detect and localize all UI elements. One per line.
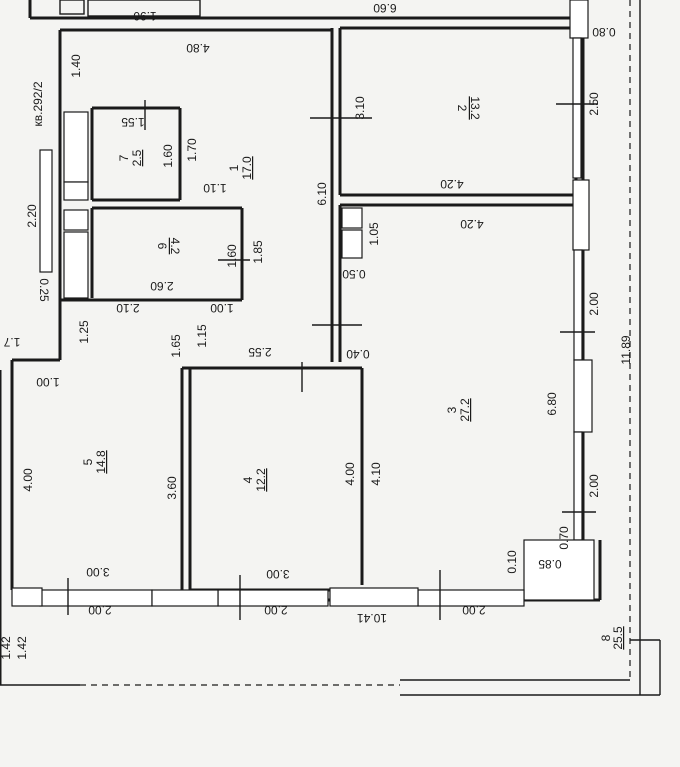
- dimension-ticks: [67, 100, 598, 620]
- dim-r5-360: 3.60: [165, 476, 179, 500]
- window-room-3-upper: [573, 249, 583, 361]
- dim-r6-100: 1.00: [210, 301, 234, 315]
- room-1-label: 1 17.0: [227, 156, 254, 180]
- dim-b-200b: 2.00: [264, 603, 288, 617]
- svg-text:2.5: 2.5: [130, 149, 144, 166]
- dim-r4-410: 4.10: [369, 462, 383, 486]
- room-6-label: 6 4.2: [155, 238, 182, 255]
- dim-cut-17: 1.7: [3, 335, 20, 349]
- dim-r3-1189: 11.89: [619, 335, 633, 364]
- svg-text:17.0: 17.0: [240, 156, 254, 180]
- dim-r7-110: 1.10: [203, 181, 227, 195]
- window-room-3-lower: [573, 431, 583, 541]
- svg-text:3: 3: [445, 406, 459, 413]
- dim-r6-210: 2.10: [116, 301, 140, 315]
- dim-r5-300: 3.00: [86, 565, 110, 579]
- dimensions: 1.90 6.60 4.80 0.80 1.55 1.10 4.20 4.20 …: [0, 1, 633, 660]
- dim-r3-050: 0.50: [342, 267, 366, 281]
- dim-r5-400: 4.00: [21, 468, 35, 492]
- dim-r4-400: 4.00: [343, 462, 357, 486]
- dim-r4-255: 2.55: [248, 345, 272, 359]
- svg-text:6: 6: [155, 243, 169, 250]
- room-5-label: 5 14.8: [81, 450, 108, 474]
- room-4-label: 4 12.2: [241, 468, 268, 492]
- dim-r7-170: 1.70: [185, 138, 199, 162]
- dim-r3-085: 0.85: [538, 557, 562, 571]
- dim-left-220: 2.20: [25, 204, 39, 228]
- svg-text:12.2: 12.2: [254, 468, 268, 492]
- dim-r5-100: 1.00: [36, 375, 60, 389]
- dim-r6-260: 2.60: [150, 279, 174, 293]
- dim-r3-010: 0.10: [505, 550, 519, 574]
- dim-r3-070: 0.70: [557, 526, 571, 550]
- dim-r3-680: 6.80: [545, 392, 559, 416]
- window-top-right: [569, 0, 589, 39]
- dim-b-142a: 1.42: [0, 636, 13, 660]
- room-8-label: 8 25.5: [599, 626, 625, 650]
- dim-r2-310: 3.10: [353, 96, 367, 120]
- dim-b-200a: 2.00: [88, 603, 112, 617]
- dim-top-480: 4.80: [186, 41, 210, 55]
- dim-r5-115: 1.15: [195, 324, 209, 348]
- dim-r2-420: 4.20: [440, 177, 464, 191]
- svg-text:1: 1: [227, 164, 241, 171]
- dim-r1-610: 6.10: [315, 182, 329, 206]
- dim-top-190: 1.90: [133, 9, 157, 23]
- svg-text:4: 4: [241, 476, 255, 483]
- dim-r3-105: 1.05: [367, 222, 381, 246]
- fixture-bath-1: [63, 111, 89, 183]
- dim-r3-040: 0.40: [346, 347, 370, 361]
- dim-b-1041: 10.41: [357, 611, 387, 625]
- room-2-label: 2 13.2: [455, 96, 482, 120]
- apartment-label: кв.292/2: [31, 81, 45, 126]
- dim-r7-155: 1.55: [121, 115, 145, 129]
- window-left: [39, 149, 53, 273]
- fixture-cabinet-2: [341, 229, 363, 259]
- fixture-sink-2: [63, 209, 89, 231]
- dim-right-080: 0.80: [592, 25, 616, 39]
- svg-text:кв.292/2: кв.292/2: [31, 81, 45, 126]
- room-7-label: 7 2.5: [117, 149, 144, 166]
- dim-r4-300: 3.00: [266, 567, 290, 581]
- dim-r7-160: 1.60: [161, 144, 175, 168]
- fixture-cabinet-1: [341, 207, 363, 229]
- dim-r3-420: 4.20: [460, 217, 484, 231]
- dim-r2-250: 2.50: [587, 92, 601, 116]
- dim-b-200c: 2.00: [462, 603, 486, 617]
- pillar-right: [572, 179, 590, 251]
- column-corner: [523, 539, 595, 601]
- svg-text:13.2: 13.2: [468, 96, 482, 120]
- pillar-right-2: [573, 359, 593, 433]
- walls: [0, 0, 602, 686]
- dim-r3-200b: 2.00: [587, 474, 601, 498]
- dim-top-660: 6.60: [373, 1, 397, 15]
- svg-text:8: 8: [599, 634, 613, 641]
- dim-r3-200a: 2.00: [587, 292, 601, 316]
- dim-r5-165: 1.65: [169, 334, 183, 358]
- svg-text:27.2: 27.2: [458, 398, 472, 422]
- dim-left-025: 0.25: [37, 278, 51, 302]
- dim-b-142b: 1.42: [15, 636, 29, 660]
- room-3-label: 3 27.2: [445, 398, 472, 422]
- svg-text:2: 2: [455, 105, 469, 112]
- fixtures: [63, 111, 363, 299]
- dim-r6-160: 1.60: [225, 244, 239, 268]
- svg-text:25.5: 25.5: [611, 626, 625, 650]
- svg-text:5: 5: [81, 458, 95, 465]
- svg-text:14.8: 14.8: [94, 450, 108, 474]
- window-room-2: [572, 37, 582, 179]
- balcony-outline: [80, 0, 661, 696]
- svg-text:7: 7: [117, 154, 131, 161]
- dim-r5-125: 1.25: [77, 320, 91, 344]
- fixture-sink-1: [63, 181, 89, 201]
- fixture-bath-2: [63, 231, 89, 299]
- dim-left-140: 1.40: [69, 54, 83, 78]
- room-labels: 1 17.0 2 13.2 3 27.2 4 12.2 5 14.8 6 4.2…: [81, 96, 625, 649]
- svg-text:4.2: 4.2: [168, 238, 182, 255]
- dim-r6-185: 1.85: [251, 240, 265, 264]
